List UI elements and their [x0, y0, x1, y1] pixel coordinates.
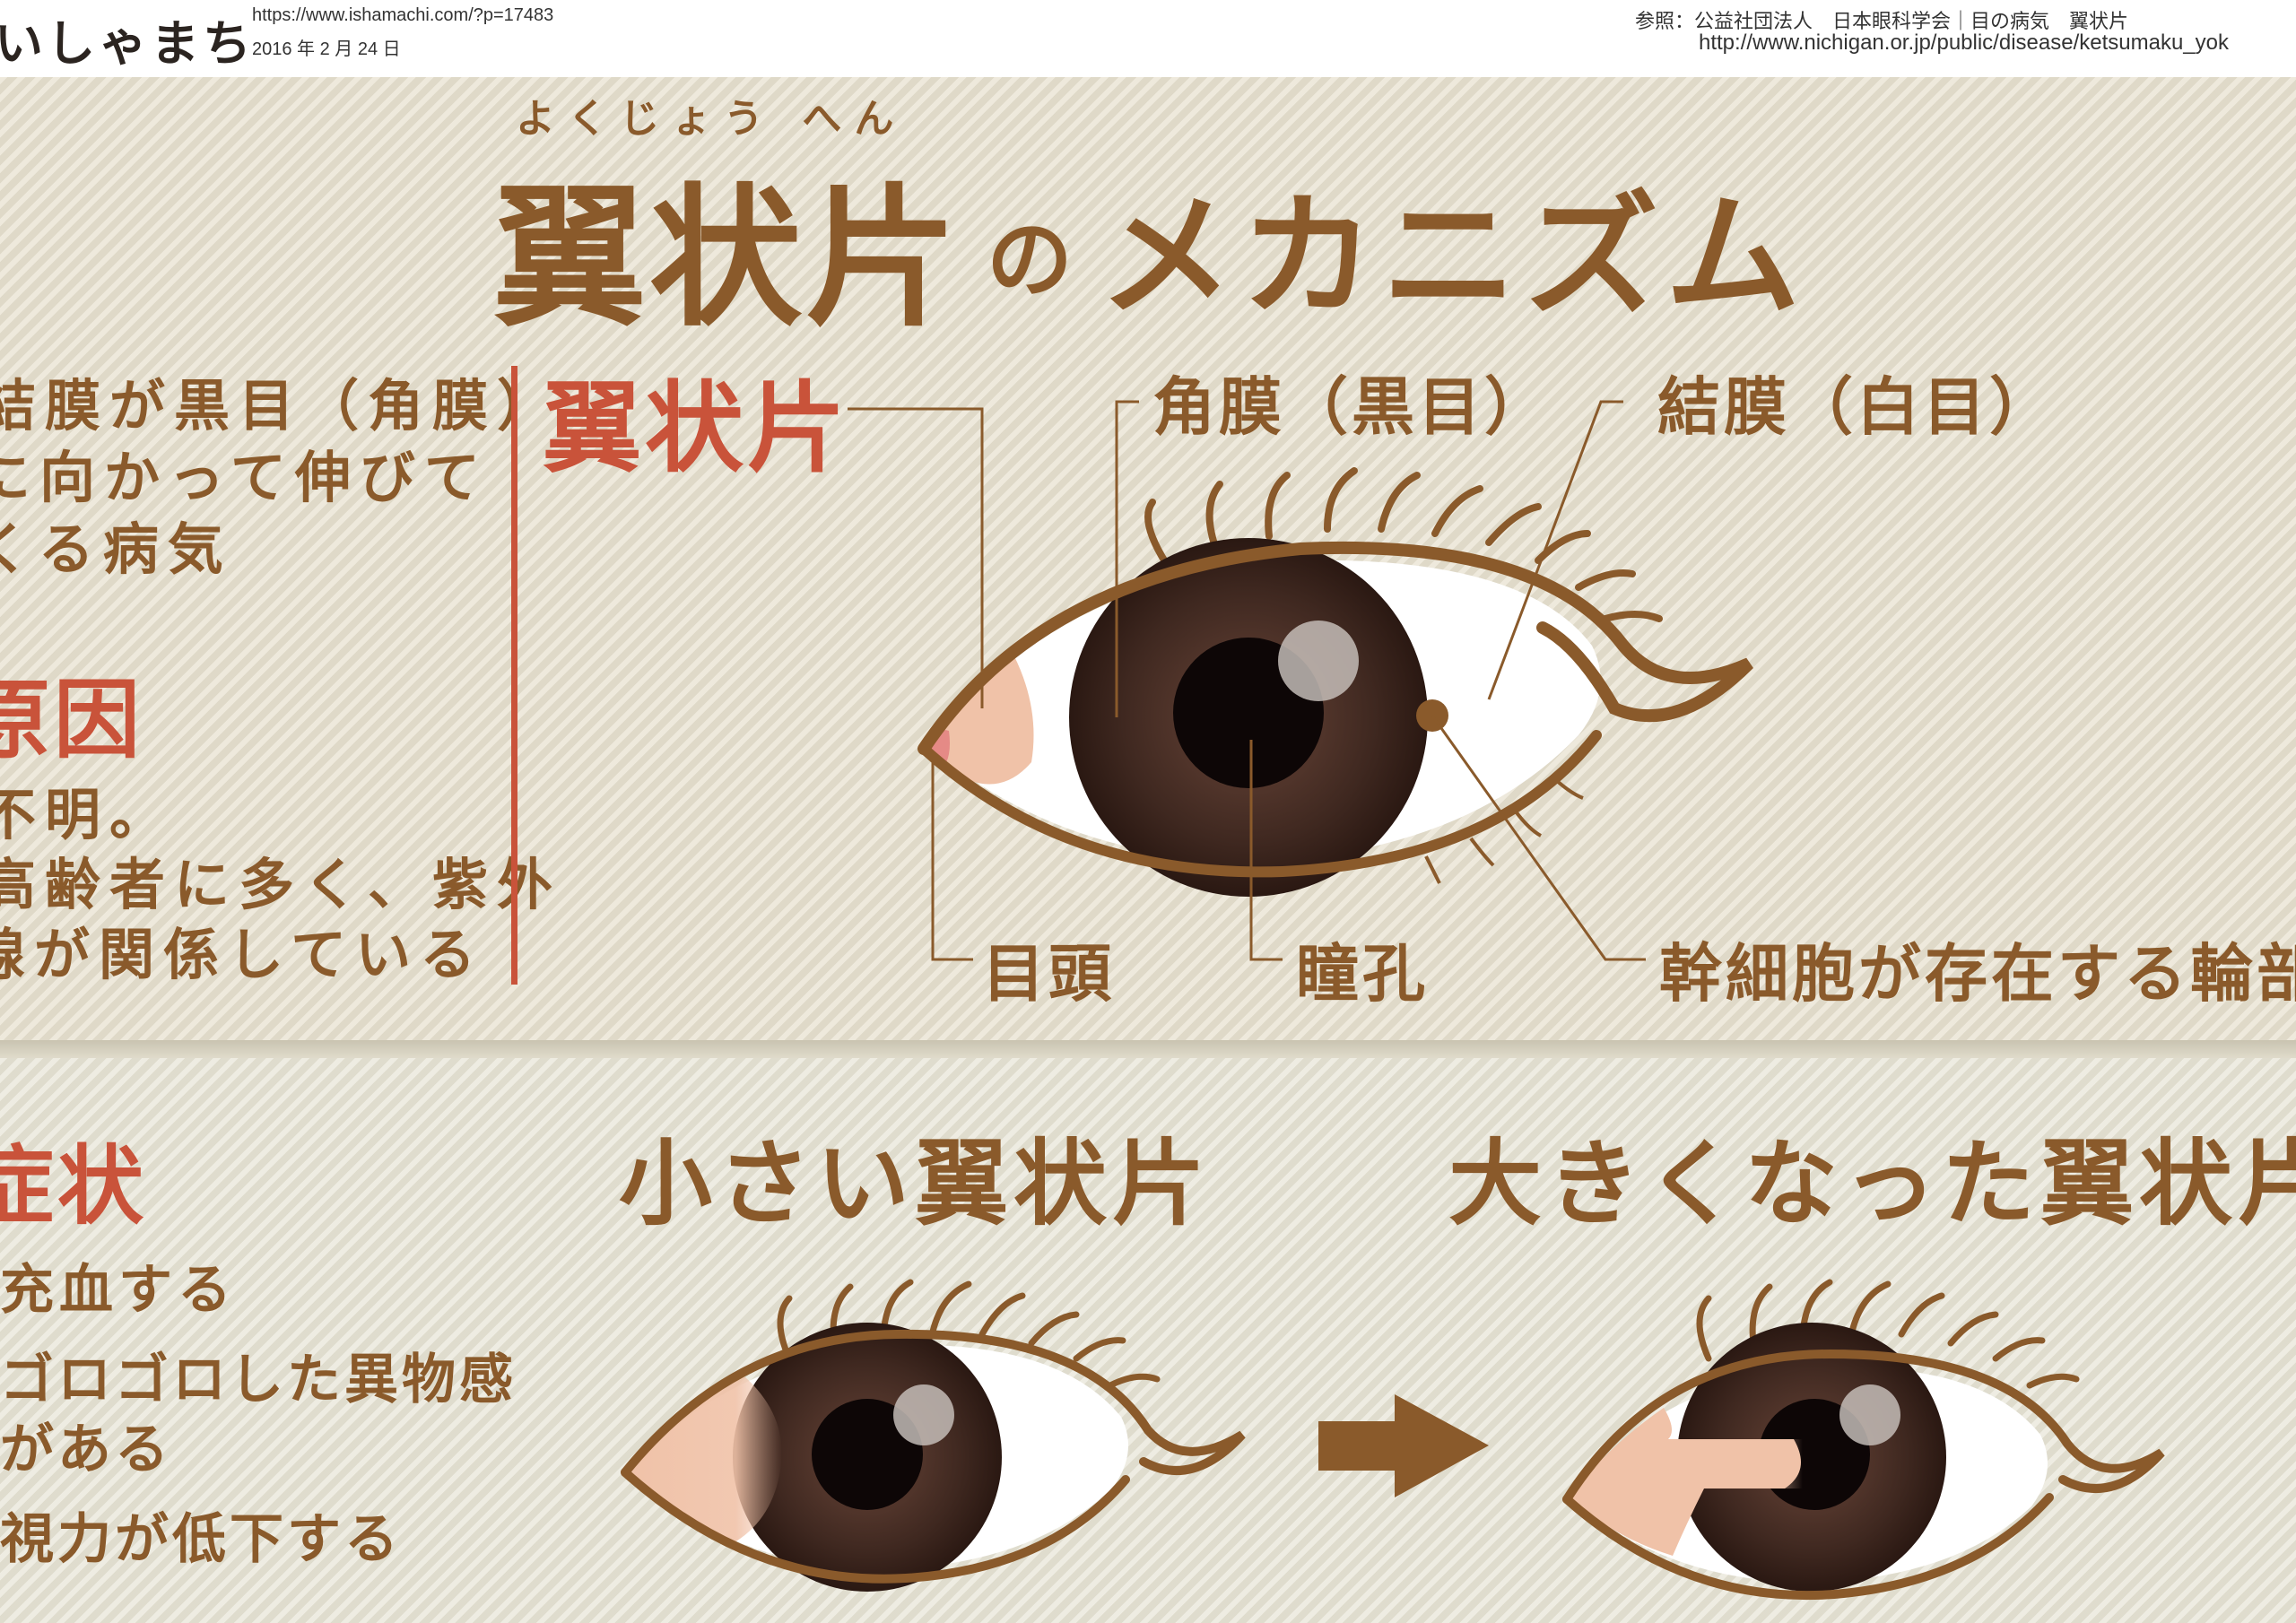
- lower-eyelid: [918, 730, 1602, 878]
- mechanism-panel: [0, 77, 2296, 1047]
- cause-line-1: 不明。: [0, 782, 175, 847]
- symptoms-heading: 症状: [0, 1136, 147, 1237]
- page-header: いしゃまち https://www.ishamachi.com/?p=17483…: [0, 0, 2296, 75]
- article-date: 2016 年 2 月 24 日: [252, 39, 401, 59]
- title-particle: の: [987, 210, 1073, 310]
- upper-eyelashes: [1144, 467, 1663, 622]
- definition-line-1: 結膜が黒目（角膜）: [0, 373, 562, 438]
- large-pterygium-title: 大きくなった翼状片: [1448, 1129, 2296, 1238]
- lower-eyelashes: [1424, 778, 1584, 884]
- site-logo[interactable]: いしゃまち: [0, 15, 255, 72]
- symptom-2-cont: がある: [0, 1419, 172, 1481]
- label-cornea: 角膜（黒目）: [1152, 370, 1551, 444]
- reference-url[interactable]: http://www.nichigan.or.jp/public/disease…: [1699, 30, 2229, 55]
- symptom-3: 視力が低下する: [0, 1508, 402, 1571]
- large-pterygium-eye: [1562, 1279, 2165, 1601]
- small-pterygium-eye: [621, 1279, 1246, 1592]
- label-pupil: 瞳孔: [1296, 937, 1429, 1011]
- iris-highlight: [1278, 621, 1359, 701]
- title-ruby: よくじょう へん: [516, 96, 907, 142]
- label-conjunctiva: 結膜（白目）: [1657, 370, 2056, 444]
- article-url[interactable]: https://www.ishamachi.com/?p=17483: [252, 5, 554, 25]
- cause-line-2: 高齢者に多く、紫外: [0, 852, 562, 917]
- symptom-1: 充血する: [0, 1259, 237, 1322]
- section-divider: [511, 366, 517, 985]
- cause-heading: 原因: [0, 670, 144, 770]
- progression-arrow-icon: [1318, 1394, 1489, 1497]
- small-pterygium-title: 小さい翼状片: [619, 1129, 1212, 1238]
- definition-line-2: に向かって伸びて: [0, 445, 489, 510]
- reference-source: 参照：公益社団法人 日本眼科学会｜目の病気 翼状片: [1635, 11, 2129, 33]
- label-limbus: 幹細胞が存在する輪部: [1659, 937, 2296, 1011]
- definition-line-3: くる病気: [0, 516, 232, 582]
- symptom-2: ゴロゴロした異物感: [0, 1349, 517, 1411]
- label-pterygium: 翼状片: [543, 371, 849, 486]
- label-inner-corner: 目頭: [982, 937, 1115, 1011]
- leader-lines: [848, 400, 1646, 961]
- upper-eyelid: [918, 541, 1753, 755]
- cause-line-3: 線が関係している: [0, 922, 485, 987]
- title-mechanism: メカニズム: [1099, 179, 1808, 335]
- title-kanji: 翼状片: [493, 170, 962, 348]
- pterygium-tissue: [928, 655, 1034, 785]
